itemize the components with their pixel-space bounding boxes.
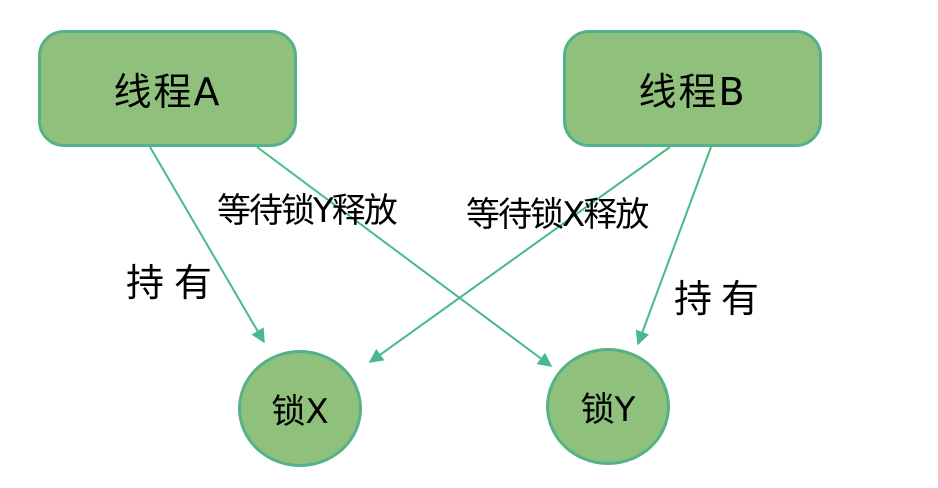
node-lock-y-label: 锁Y	[580, 390, 636, 430]
edge-thread-a-waits-lock-y	[256, 146, 553, 367]
node-lock-x-label: 锁X	[271, 392, 329, 432]
edge-label-thread-a-holds: 持有	[126, 261, 223, 305]
node-thread-a: 线程A	[38, 30, 297, 147]
edge-thread-b-holds-lock-y	[635, 146, 712, 346]
edge-label-thread-b-holds: 持有	[674, 277, 769, 321]
edge-label-thread-a-waits-lock-y: 等待锁Y释放	[217, 191, 398, 231]
edge-thread-a-holds-lock-x	[149, 146, 265, 344]
node-thread-b-label: 线程B	[638, 70, 747, 114]
node-thread-b: 线程B	[563, 30, 822, 147]
node-lock-x: 锁X	[238, 350, 362, 467]
edge-label-thread-b-waits-lock-x: 等待锁X释放	[466, 195, 649, 235]
node-lock-y: 锁Y	[546, 348, 670, 465]
edge-thread-b-waits-lock-x	[368, 146, 671, 363]
node-thread-a-label: 线程A	[113, 70, 222, 114]
